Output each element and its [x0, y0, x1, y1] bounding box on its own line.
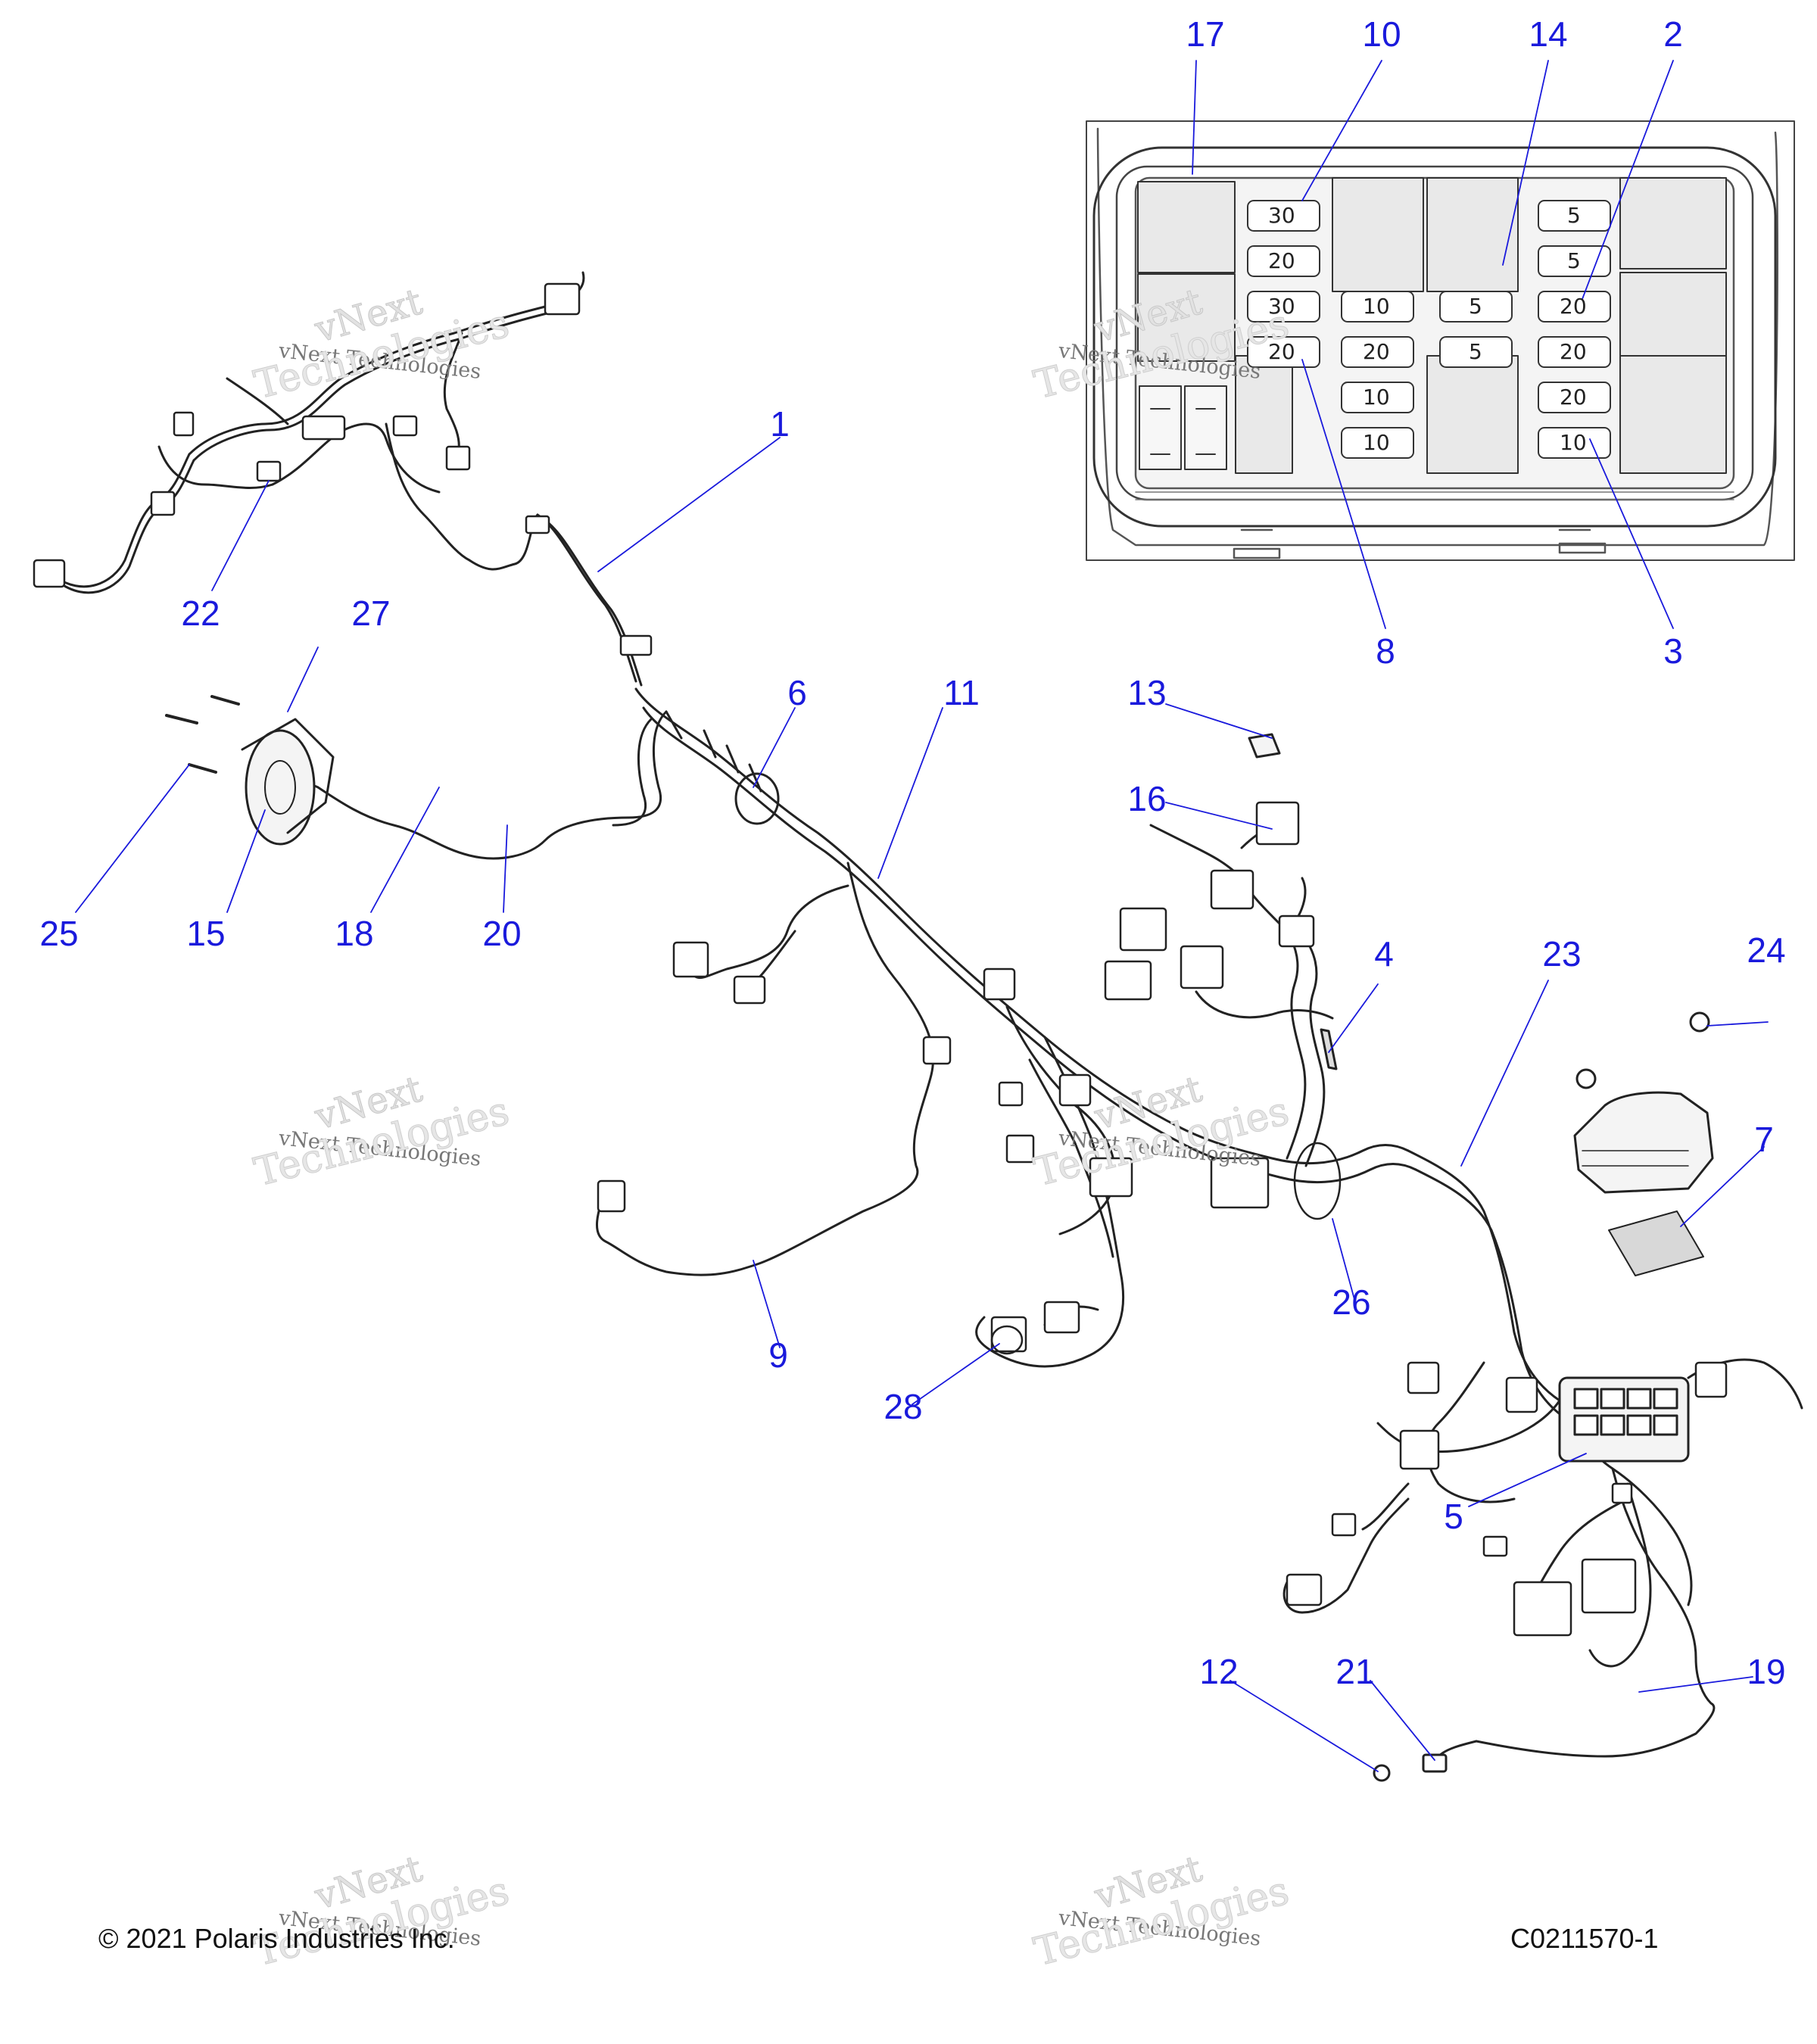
- callout-19[interactable]: 19: [1747, 1652, 1786, 1691]
- callout-11[interactable]: 11: [943, 673, 980, 712]
- callout-16[interactable]: 16: [1127, 779, 1167, 818]
- callout-28[interactable]: 28: [884, 1387, 923, 1426]
- callout-4[interactable]: 4: [1374, 934, 1394, 974]
- callout-9[interactable]: 9: [768, 1335, 788, 1375]
- callout-14[interactable]: 14: [1529, 14, 1568, 54]
- callout-17[interactable]: 17: [1186, 14, 1225, 54]
- callout-23[interactable]: 23: [1542, 934, 1582, 974]
- callout-18[interactable]: 18: [335, 914, 374, 953]
- fuse-box-inset: [1086, 120, 1795, 561]
- callout-13[interactable]: 13: [1127, 673, 1167, 712]
- copyright-notice: © 2021 Polaris Industries Inc.: [98, 1923, 455, 1954]
- callout-5[interactable]: 5: [1444, 1497, 1463, 1536]
- callout-25[interactable]: 25: [39, 914, 79, 953]
- callout-8[interactable]: 8: [1376, 631, 1395, 671]
- callout-15[interactable]: 15: [186, 914, 226, 953]
- callout-22[interactable]: 22: [181, 594, 220, 633]
- main-harness-trunk: [165, 687, 1803, 1782]
- callout-6[interactable]: 6: [787, 673, 807, 712]
- callout-27[interactable]: 27: [351, 594, 391, 633]
- callout-21[interactable]: 21: [1335, 1652, 1375, 1691]
- callout-26[interactable]: 26: [1332, 1282, 1371, 1322]
- callout-7[interactable]: 7: [1754, 1120, 1774, 1159]
- callout-10[interactable]: 10: [1362, 14, 1401, 54]
- callout-20[interactable]: 20: [482, 914, 522, 953]
- drawing-number: C0211570-1: [1510, 1923, 1659, 1954]
- leader-lines: [75, 60, 1769, 1772]
- upper-harness: [33, 271, 653, 687]
- callout-12[interactable]: 12: [1199, 1652, 1239, 1691]
- callout-3[interactable]: 3: [1663, 631, 1683, 671]
- callout-1[interactable]: 1: [770, 404, 790, 444]
- callout-24[interactable]: 24: [1747, 930, 1786, 970]
- callout-2[interactable]: 2: [1663, 14, 1683, 54]
